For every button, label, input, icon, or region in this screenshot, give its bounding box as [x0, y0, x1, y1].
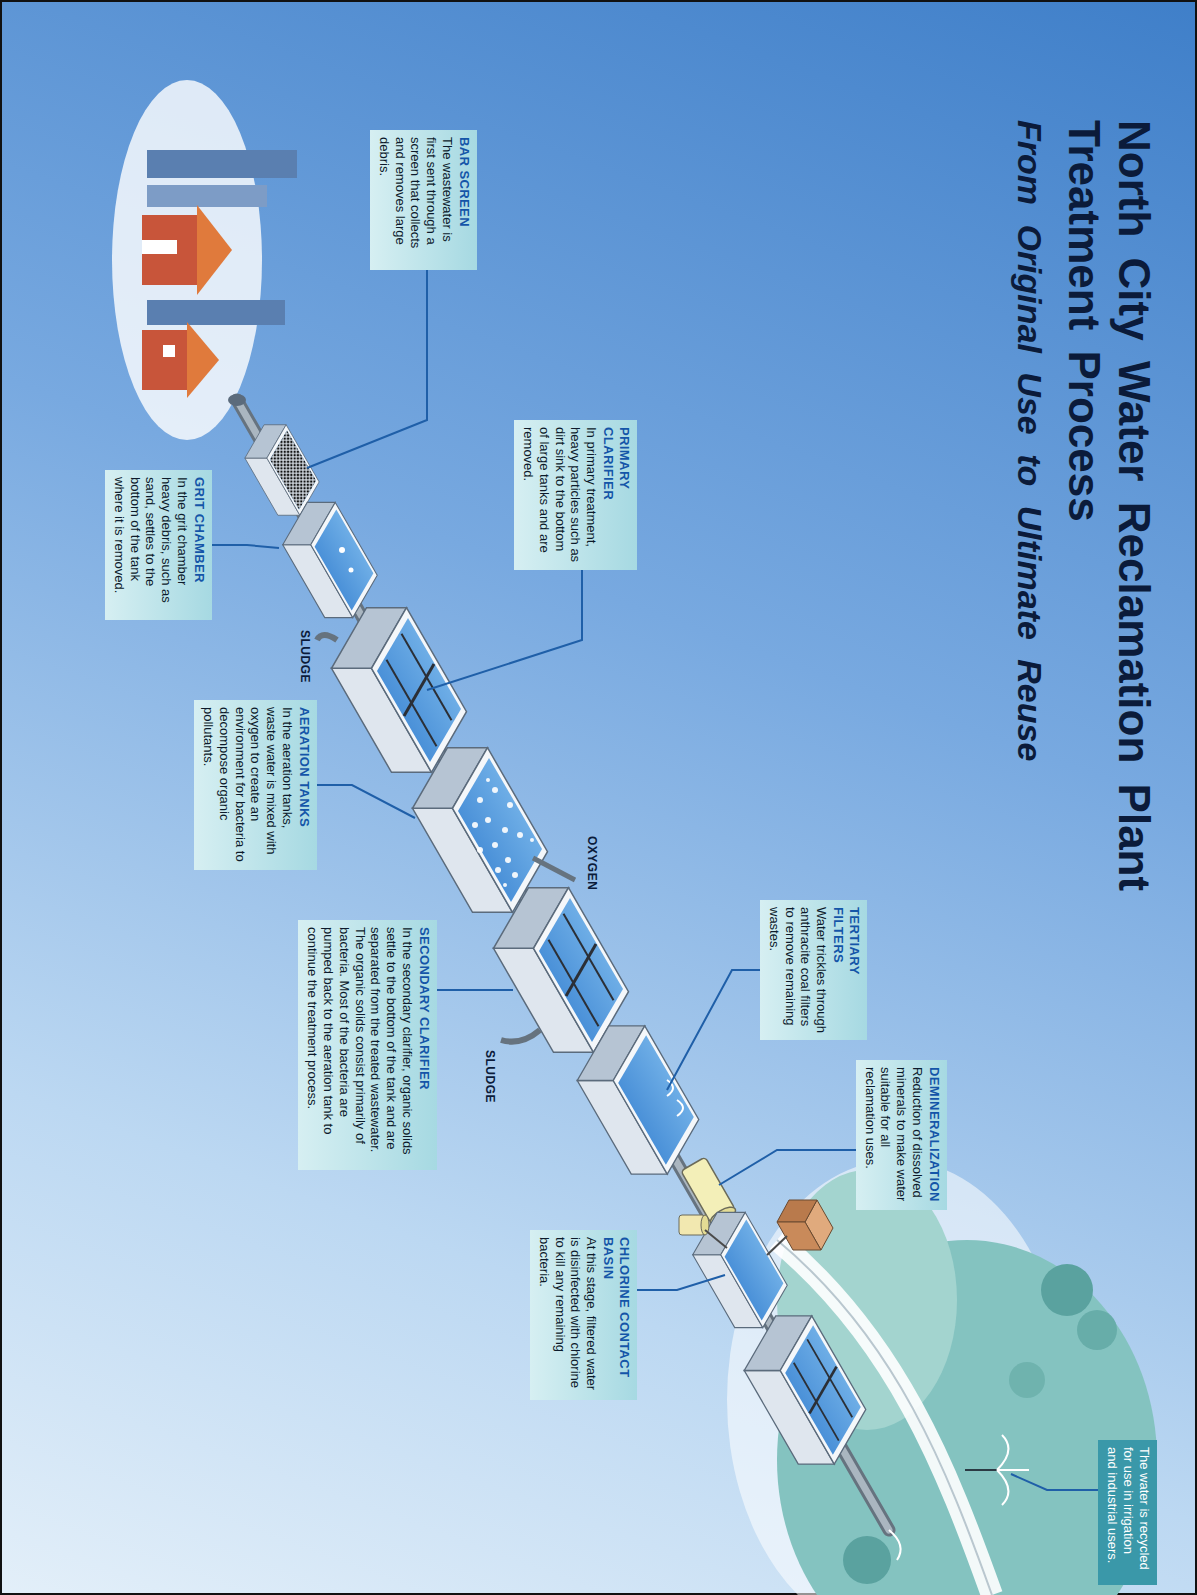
aeration-tank: [533, 858, 575, 880]
callout-text: In the secondary clarifier, organic soli…: [304, 927, 415, 1163]
city-scene: [142, 330, 187, 390]
bar-screen-tank: [245, 425, 319, 516]
callout-box: DEMINERALIZATIONReduction of dissolved m…: [856, 1060, 947, 1210]
callout-heading: TERTIARY FILTERS: [830, 907, 862, 1033]
hills-scene: [727, 1160, 1157, 1595]
leader-line: [317, 785, 415, 818]
city-scene: [187, 322, 219, 398]
holding-basin: [744, 1316, 866, 1464]
chlorine-contact-basin: [705, 1230, 727, 1248]
grit-chamber-tank: [283, 502, 378, 617]
callout-heading: CHLORINE CONTACT BASIN: [600, 1237, 632, 1393]
chlorine-contact-basin: [693, 1212, 788, 1327]
secondary-clarifier-tank: [501, 1030, 540, 1042]
callout-box: CHLORINE CONTACT BASINAt this stage, fil…: [530, 1230, 637, 1400]
chlorine-contact-basin: [777, 1222, 821, 1250]
primary-clarifier-tank: [317, 608, 467, 773]
secondary-clarifier-tank: [549, 914, 614, 1027]
callout-box: BAR SCREENThe wastewater is first sent t…: [370, 130, 477, 270]
hills-scene: [1077, 1310, 1117, 1350]
primary-clarifier-tank: [332, 608, 467, 773]
holding-basin: [794, 1339, 853, 1440]
pipeline: [228, 394, 901, 1560]
callout-heading: GRIT CHAMBER: [191, 477, 207, 613]
chlorine-contact-basin: [679, 1200, 833, 1328]
bar-screen-tank: [270, 430, 316, 509]
pipeline: [889, 1530, 901, 1560]
city-scene: [147, 185, 267, 207]
leader-line: [667, 970, 760, 1090]
city-scene: [112, 80, 262, 440]
flow-label: SLUDGE: [298, 630, 312, 683]
bar-screen-tank: [245, 425, 319, 516]
city-scene: [147, 300, 285, 325]
callout-text: Reduction of dissolved minerals to make …: [862, 1067, 925, 1203]
callout-heading: PRIMARY CLARIFIER: [600, 427, 632, 563]
city-scene: [147, 150, 297, 178]
callout-text: In the aeration tanks, waste water is mi…: [200, 707, 295, 863]
callout-text: Water trickles through anthracite coal f…: [766, 907, 829, 1033]
callout-box: PRIMARY CLARIFIERIn primary treatment, h…: [514, 420, 637, 570]
city-scene: [142, 240, 177, 254]
hills-scene: [997, 1435, 1029, 1505]
callout-box: SECONDARY CLARIFIERIn the secondary clar…: [298, 920, 437, 1170]
callout-heading: DEMINERALIZATION: [926, 1067, 942, 1203]
callout-text: At this stage, filtered water is disinfe…: [536, 1237, 599, 1393]
hills-scene: [1009, 1362, 1045, 1398]
callout-box: AERATION TANKSIn the aeration tanks, was…: [194, 700, 317, 870]
leader-line: [719, 1150, 856, 1185]
callout-box: The water is recycled for use in irrigat…: [1098, 1440, 1157, 1585]
grit-chamber-tank: [283, 502, 378, 617]
subtitle: From Original Use to Ultimate Reuse: [1010, 120, 1049, 761]
hills-scene: [843, 1536, 891, 1584]
callout-heading: SECONDARY CLARIFIER: [416, 927, 432, 1163]
leader-line: [307, 270, 427, 468]
callout-heading: AERATION TANKS: [296, 707, 312, 863]
callout-text: The wastewater is first sent through a s…: [376, 137, 455, 263]
aeration-tank: [413, 748, 548, 913]
city-scene: [142, 215, 197, 285]
flow-label: SLUDGE: [483, 1050, 497, 1103]
callout-text: In the grit chamber heavy debris, such a…: [111, 477, 190, 613]
tertiary-filter-tank: [577, 1026, 699, 1174]
chlorine-contact-basin: [767, 1236, 787, 1255]
hills-scene: [1041, 1264, 1093, 1316]
city-scene: [163, 345, 175, 357]
primary-clarifier-tank: [317, 635, 337, 640]
primary-clarifier-tank: [387, 634, 452, 747]
callout-text: In primary treatment, heavy particles su…: [520, 427, 599, 563]
pipeline: [237, 400, 889, 1530]
leader-line: [427, 570, 582, 690]
holding-basin: [744, 1316, 866, 1464]
pipeline: [237, 400, 889, 1530]
tertiary-filter-tank: [577, 1026, 699, 1174]
leader-line: [1011, 1474, 1098, 1490]
flow-label: OXYGEN: [585, 836, 599, 890]
aeration-tank: [472, 778, 534, 887]
city-scene: [197, 205, 232, 295]
grit-chamber-tank: [339, 547, 345, 553]
callout-box: TERTIARY FILTERSWater trickles through a…: [760, 900, 867, 1040]
leader-line: [437, 989, 513, 991]
title: North City Water Reclamation Plant Treat…: [1059, 120, 1159, 940]
callout-heading: BAR SCREEN: [456, 137, 472, 263]
city-scene: [112, 80, 297, 440]
chlorine-contact-basin: [777, 1200, 817, 1222]
callout-text: The water is recycled for use in irrigat…: [1104, 1447, 1152, 1578]
callout-box: GRIT CHAMBERIn the grit chamber heavy de…: [105, 470, 212, 620]
grit-chamber-tank: [349, 568, 354, 573]
leader-line: [212, 545, 279, 548]
hills-scene: [965, 1469, 997, 1471]
pipeline: [228, 394, 246, 406]
leader-line: [637, 1275, 725, 1290]
